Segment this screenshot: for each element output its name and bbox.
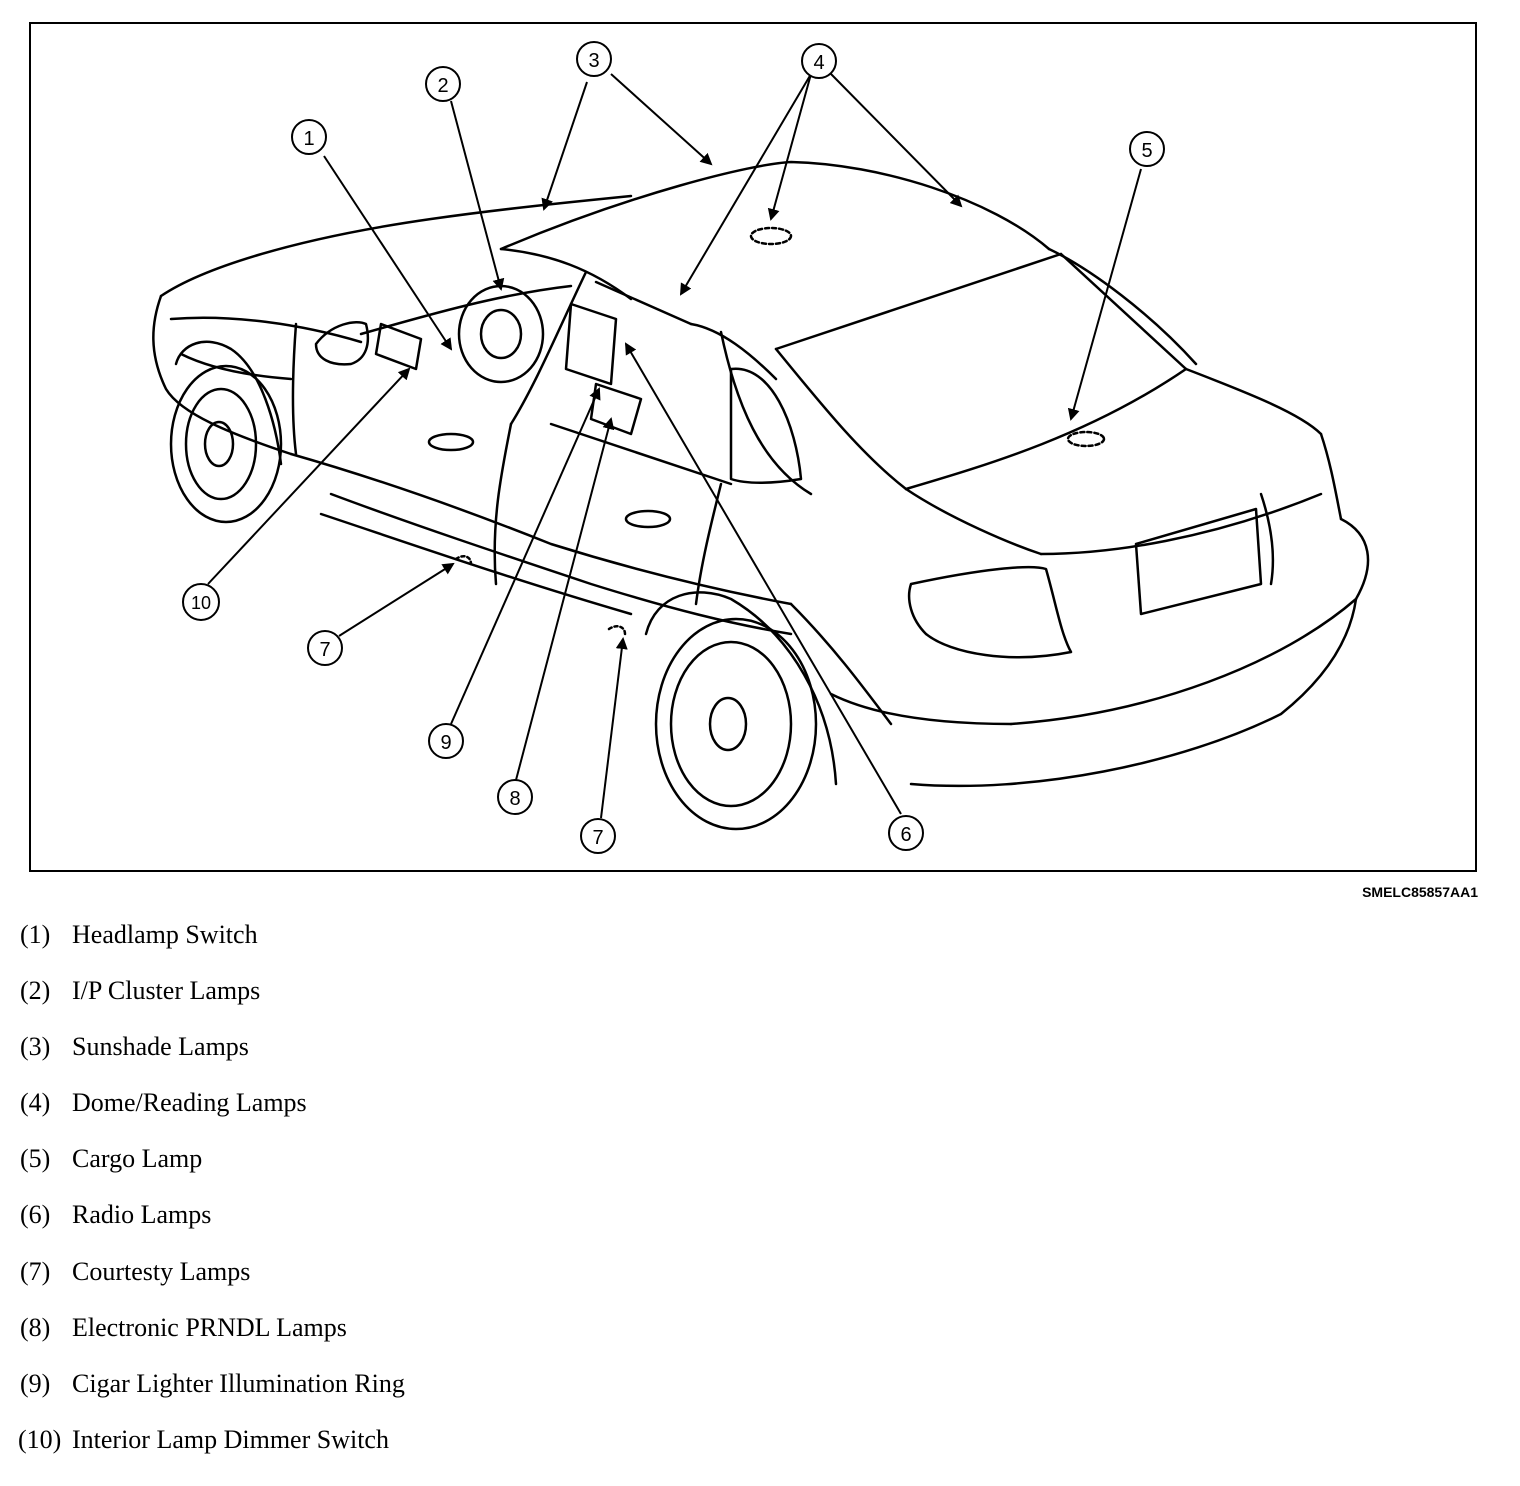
legend-label: Courtesty Lamps (72, 1257, 251, 1286)
legend-number: (5) (20, 1144, 51, 1173)
legend-label: Radio Lamps (72, 1200, 212, 1229)
legend-label: I/P Cluster Lamps (72, 976, 261, 1005)
legend-label: Headlamp Switch (72, 920, 258, 949)
callout-2: 2 (425, 66, 461, 102)
legend-number: (10) (18, 1425, 62, 1454)
car-body (152, 160, 1370, 831)
legend-label: Sunshade Lamps (72, 1032, 249, 1061)
callout-9: 9 (428, 723, 464, 759)
callout-4: 4 (801, 43, 837, 79)
svg-text:6: 6 (900, 824, 911, 846)
svg-text:1: 1 (303, 128, 314, 150)
legend-number: (3) (20, 1032, 51, 1061)
callout-7-front: 7 (307, 630, 343, 666)
svg-text:8: 8 (509, 788, 520, 810)
legend-label: Electronic PRNDL Lamps (72, 1313, 347, 1342)
legend-label: Cigar Lighter Illumination Ring (72, 1369, 405, 1398)
legend-number: (9) (20, 1369, 51, 1398)
svg-text:3: 3 (588, 50, 599, 72)
legend-label: Cargo Lamp (72, 1144, 203, 1173)
leader-lines (207, 73, 1142, 819)
svg-text:7: 7 (592, 827, 603, 849)
legend-number: (1) (20, 920, 51, 949)
legend-number: (8) (20, 1313, 51, 1342)
svg-text:5: 5 (1141, 140, 1152, 162)
svg-text:4: 4 (813, 52, 824, 74)
legend-number: (7) (20, 1257, 51, 1286)
vehicle-lamp-location-figure: 1 2 3 4 5 6 7 7 (29, 22, 1477, 872)
svg-text:10: 10 (191, 593, 211, 613)
callout-6: 6 (888, 815, 924, 851)
callout-1: 1 (291, 119, 327, 155)
legend-label: Interior Lamp Dimmer Switch (72, 1425, 389, 1454)
figure-code: SMELC85857AA1 (1362, 884, 1478, 900)
svg-text:7: 7 (319, 639, 330, 661)
callout-8: 8 (497, 779, 533, 815)
callout-7-rear: 7 (580, 818, 616, 854)
legend-number: (2) (20, 976, 51, 1005)
callout-3: 3 (576, 41, 612, 77)
legend-number: (6) (20, 1200, 51, 1229)
svg-text:9: 9 (440, 732, 451, 754)
callout-10: 10 (182, 583, 220, 621)
legend-label: Dome/Reading Lamps (72, 1088, 307, 1117)
svg-text:2: 2 (437, 75, 448, 97)
callout-5: 5 (1129, 131, 1165, 167)
car-line-drawing: 1 2 3 4 5 6 7 7 (152, 41, 1370, 854)
legend-number: (4) (20, 1088, 51, 1117)
